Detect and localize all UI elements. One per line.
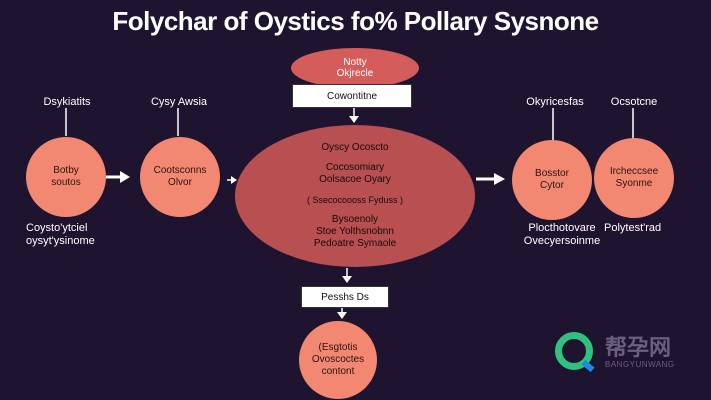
right-circle-1-line2: Cytor xyxy=(540,180,564,191)
watermark-cn-text: 帮孕网 xyxy=(605,335,672,360)
central-line6: Stoe Yolthsnobnn xyxy=(316,226,394,237)
top-oval-line2: Okjrecle xyxy=(336,68,374,79)
right-circle-2: Ircheccsee Syonme xyxy=(594,138,674,218)
left-lower-label: Coysto'ytciel oysyt'ysinome xyxy=(26,222,146,248)
bottom-box-node: Pesshs Ds xyxy=(301,286,389,308)
watermark-logo: 帮孕网 BANGYUNWANG xyxy=(555,330,705,375)
right-lower-label-1-line2: Ovecyersoinme xyxy=(523,235,601,247)
right-lower-label-2: Polytest'rad xyxy=(604,222,662,234)
left-circle-1-line1: Botby xyxy=(53,165,79,176)
bottom-circle-line1: (Esgtotis xyxy=(318,342,358,353)
top-box-node: Cowontitne xyxy=(292,84,412,108)
left-label-2: Cysy Awsia xyxy=(150,96,208,108)
right-lower-label-1: Plocthotovare Ovecyersoinme xyxy=(512,222,612,248)
central-oval-node: Oyscy Ocoscto Cocosomiary Oolsacoe Oyary… xyxy=(235,125,475,267)
left-circle-2: Cootsconns Olvor xyxy=(140,137,220,217)
bottom-circle-line3: contont xyxy=(321,366,355,377)
right-circle-1: Bosstor Cytor xyxy=(512,140,592,220)
central-line7: Pedoatre Symaole xyxy=(313,238,397,249)
right-label-2: Ocsotcne xyxy=(610,96,658,108)
bottom-box-label: Pesshs Ds xyxy=(321,291,369,303)
left-lower-label-line1: Coysto'ytciel xyxy=(26,222,88,234)
bottom-circle: (Esgtotis Ovoscoctes contont xyxy=(299,321,377,399)
top-oval-node: Notty Okjrecle xyxy=(291,48,419,88)
central-line4: ( Ssecocoooss Fyduss ) xyxy=(306,195,404,205)
right-circle-1-line1: Bosstor xyxy=(535,168,569,179)
central-line3: Oolsacoe Oyary xyxy=(319,174,391,185)
central-line2: Cocosomiary xyxy=(325,162,385,173)
left-circle-1: Botby soutos xyxy=(26,137,106,217)
left-circle-2-line1: Cootsconns xyxy=(153,165,207,176)
left-circle-1-line2: soutos xyxy=(51,177,81,188)
top-oval-line1: Notty xyxy=(343,57,367,68)
right-circle-2-line1: Ircheccsee xyxy=(609,166,659,177)
bottom-circle-line2: Ovoscoctes xyxy=(311,354,365,365)
central-line1: Oyscy Ocoscto xyxy=(321,142,389,153)
right-label-1: Okyricesfas xyxy=(526,96,584,108)
left-circle-2-line2: Olvor xyxy=(168,177,192,188)
watermark-q-icon xyxy=(555,332,593,370)
left-lower-label-line2: oysyt'ysinome xyxy=(26,235,95,247)
watermark-en-text: BANGYUNWANG xyxy=(605,360,675,369)
right-lower-label-1-line1: Plocthotovare xyxy=(528,222,596,234)
left-label-1: Dsykiatits xyxy=(43,96,91,108)
right-circle-2-line2: Syonme xyxy=(615,178,653,189)
central-line5: Bysoenoly xyxy=(331,214,379,225)
diagram-title: Folychar of Oystics fo% Pollary Sysnone xyxy=(112,6,599,36)
top-box-label: Cowontitne xyxy=(326,90,378,102)
